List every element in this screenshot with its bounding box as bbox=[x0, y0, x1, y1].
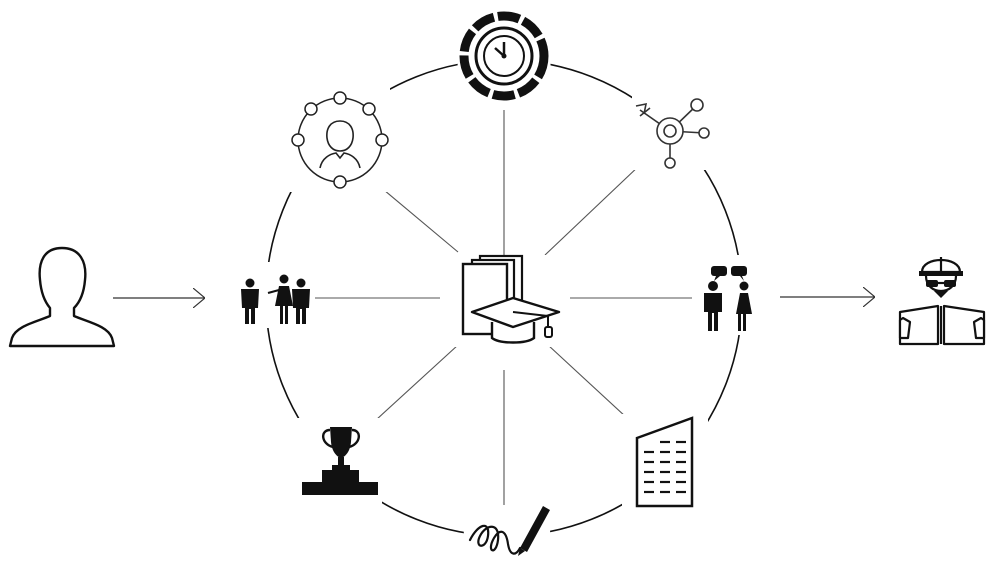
trophy-podium-icon bbox=[296, 418, 382, 506]
people-talking-icon bbox=[692, 255, 764, 335]
stopwatch-icon bbox=[455, 8, 552, 104]
spoke bbox=[377, 184, 459, 253]
office-building-icon bbox=[622, 414, 708, 516]
target-network-icon bbox=[632, 90, 718, 170]
signature-pen-icon bbox=[462, 500, 552, 578]
spoke bbox=[364, 344, 459, 431]
person-network-icon bbox=[284, 88, 390, 192]
engineer-reading-plans-icon bbox=[892, 248, 988, 348]
person-silhouette-icon bbox=[8, 246, 116, 348]
team-group-icon bbox=[230, 262, 314, 328]
spoke bbox=[544, 164, 641, 256]
book-graduation-cap-icon bbox=[452, 254, 564, 347]
